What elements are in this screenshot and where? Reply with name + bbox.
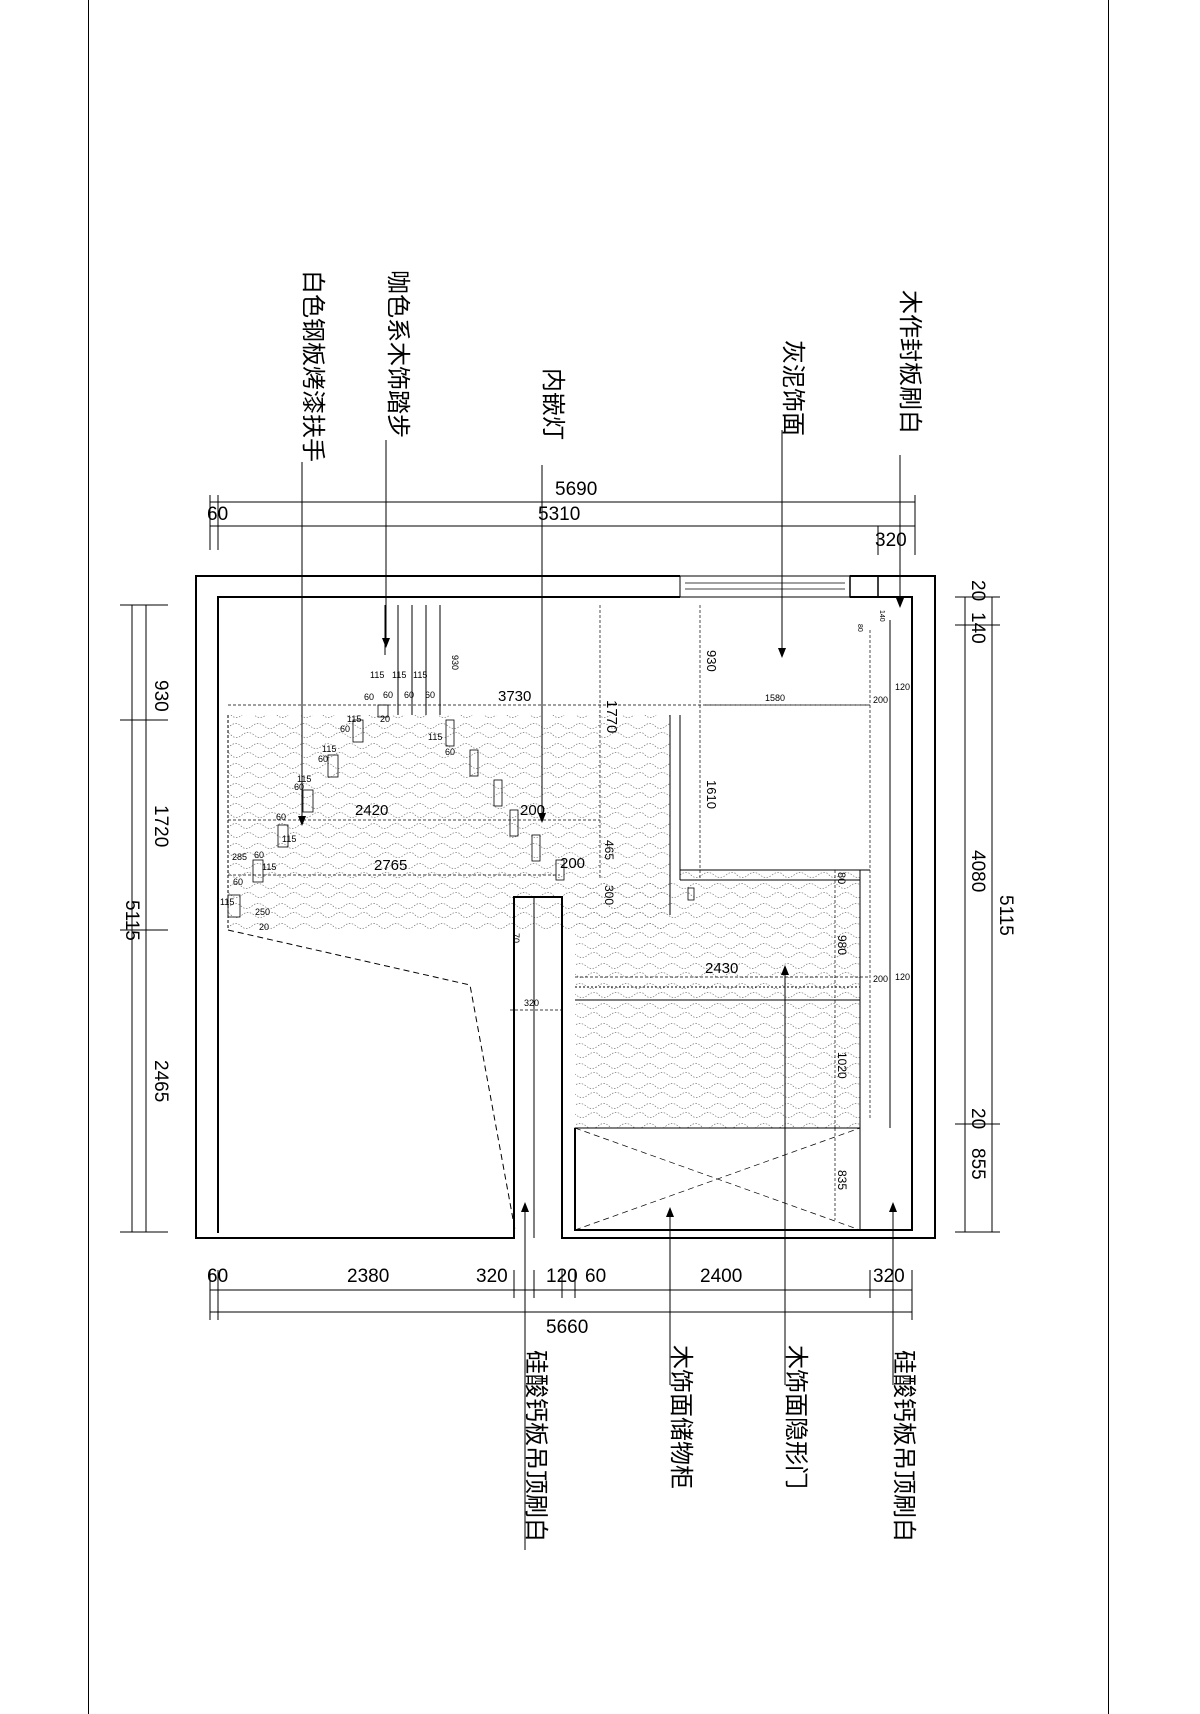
dim-1580: 1580 [765,693,785,703]
svg-text:60: 60 [425,690,435,700]
dim-left-5115: 5115 [121,900,142,941]
dim-right-5115: 5115 [995,895,1016,936]
leader-arrows [298,598,904,1217]
dim-top-320: 320 [875,530,907,551]
label-ceiling-right: 硅酸钙板吊顶刷白 [890,1350,917,1542]
svg-text:60: 60 [233,877,243,887]
label-hidden-door: 木饰面隐形门 [782,1345,809,1489]
svg-text:285: 285 [232,852,247,862]
svg-text:60: 60 [364,692,374,702]
dim-bot-120: 120 [546,1266,578,1287]
svg-text:115: 115 [392,670,406,680]
label-ceiling-left: 硅酸钙板吊顶刷白 [522,1350,549,1542]
dim-bot-60b: 60 [585,1266,606,1287]
label-steps: 咖色系木饰踏步 [384,270,411,438]
svg-text:115: 115 [413,670,427,680]
label-cement: 灰泥饰面 [779,340,806,436]
dim-80: 80 [835,872,847,884]
dim-top-inner: 5310 [538,504,580,525]
dim-top-60: 60 [207,504,228,525]
interior-lines [218,605,891,1239]
dim-200b: 200 [520,802,545,819]
svg-text:60: 60 [383,690,393,700]
svg-text:115: 115 [282,834,296,844]
label-wood-seal: 木作封板刷白 [896,290,923,434]
svg-text:115: 115 [322,744,336,754]
stair-dimension-texts: 115 115 115 60 60 60 60 60 115 60 115 60… [220,670,455,932]
annotation-labels: 白色钢板烤漆扶手 咖色系木饰踏步 内嵌灯 灰泥饰面 木作封板刷白 硅酸钙板吊顶刷… [299,270,923,1542]
dim-left-1720: 1720 [150,805,171,847]
dim-1770: 1770 [603,700,620,733]
stone-finish-areas [228,715,860,1128]
svg-text:60: 60 [445,747,455,757]
dim-2765: 2765 [374,857,407,874]
dim-right-855: 855 [967,1148,988,1180]
svg-text:115: 115 [220,897,234,907]
dim-1020: 1020 [835,1052,849,1079]
dim-2420: 2420 [355,802,388,819]
dim-right-140: 140 [967,612,988,644]
label-downlight: 内嵌灯 [539,368,566,440]
svg-text:60: 60 [276,812,286,822]
label-handrail: 白色钢板烤漆扶手 [299,270,326,462]
svg-text:20: 20 [259,922,269,932]
dim-right-20b: 20 [967,1108,988,1129]
dim-140s: 140 [878,610,885,622]
dim-bot-60a: 60 [207,1266,228,1287]
dim-left-930: 930 [150,680,171,712]
svg-text:115: 115 [297,774,311,784]
leader-lines [301,430,901,1550]
dim-300: 300 [602,885,616,905]
svg-text:115: 115 [347,714,361,724]
dim-930a: 930 [450,655,460,670]
dim-930b: 930 [704,650,719,672]
svg-text:115: 115 [262,862,276,872]
dim-bot-320a: 320 [476,1266,508,1287]
svg-text:60: 60 [318,754,328,764]
dim-3730: 3730 [498,688,531,705]
dim-bot-total: 5660 [546,1317,588,1338]
interior-dimension-texts: 3730 1580 200 120 930 930 1770 1610 2420… [355,610,910,1190]
exterior-dimension-lines [120,495,1000,1320]
dim-980: 980 [835,935,849,955]
exterior-dimension-texts: 5690 5310 60 320 60 2380 320 120 60 2400… [121,479,1016,1338]
dim-right-20a: 20 [967,580,988,601]
dim-70: 70 [511,933,521,943]
interior-dimension-lines [228,605,871,1220]
svg-text:250: 250 [255,907,270,917]
svg-text:115: 115 [428,732,442,742]
svg-text:115: 115 [370,670,384,680]
svg-text:20: 20 [380,714,390,724]
dim-bot-2380: 2380 [347,1266,389,1287]
dim-200a: 200 [873,695,888,705]
dim-320: 320 [524,998,539,1008]
dim-465: 465 [602,840,616,860]
dim-120b: 120 [895,972,910,982]
dim-top-total: 5690 [555,479,597,500]
stair-steps [227,704,695,918]
drawing-frame [88,0,1109,1714]
dim-bot-320b: 320 [873,1266,905,1287]
dim-200d: 200 [873,974,888,984]
dim-80s: 80 [856,624,863,632]
dim-200c: 200 [560,855,585,872]
svg-text:60: 60 [254,850,264,860]
label-storage: 木饰面储物柜 [667,1345,694,1489]
svg-text:60: 60 [294,782,304,792]
svg-text:60: 60 [404,690,414,700]
dim-2430: 2430 [705,960,738,977]
dim-1610: 1610 [704,780,719,809]
dim-835: 835 [835,1170,849,1190]
svg-text:60: 60 [340,724,350,734]
dim-right-4080: 4080 [967,850,988,892]
dim-left-2465: 2465 [150,1060,171,1102]
dim-120a: 120 [895,682,910,692]
dim-bot-2400: 2400 [700,1266,742,1287]
